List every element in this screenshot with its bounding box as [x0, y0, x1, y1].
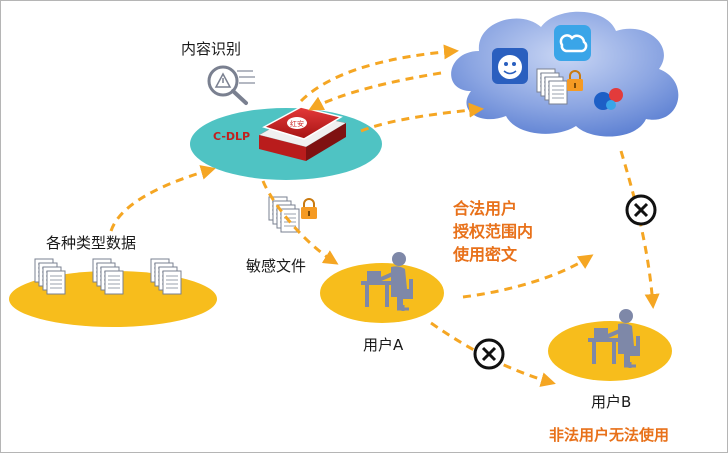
cloud-app-icon-bird	[594, 88, 623, 110]
legit-user-line1: 合法用户	[453, 199, 517, 218]
cloud-app-icon-face	[492, 48, 528, 84]
user-b-platform	[548, 321, 672, 381]
sensitive-files-label: 敏感文件	[246, 257, 306, 275]
legit-user-line2: 授权范围内	[453, 222, 533, 241]
magnifier-warning-icon	[207, 65, 255, 105]
content-recognition-label: 内容识别	[181, 40, 241, 58]
arrow-cdlp-to-cloud-lower	[360, 102, 484, 133]
user-a-platform	[320, 263, 444, 323]
document-stack-icon	[35, 259, 181, 294]
cloud	[451, 11, 679, 137]
cdlp-label: C-DLP	[213, 130, 250, 143]
arrow-cloud-to-cdlp	[308, 71, 442, 111]
forbidden-icon-user-path	[473, 338, 505, 370]
cloud-app-icon-link	[554, 25, 591, 61]
arrow-cdlp-to-cloud-upper	[299, 44, 459, 103]
cdlp-device-icon: 红安	[258, 106, 347, 161]
arrow-user-a-legit	[462, 254, 594, 299]
arrow-cdlp-to-user-a	[261, 180, 339, 265]
device-badge: 红安	[290, 119, 304, 128]
arrow-cloud-to-user-b	[619, 150, 660, 309]
illegal-user-label: 非法用户无法使用	[549, 426, 669, 444]
data-types-label: 各种类型数据	[46, 234, 136, 252]
sensitive-file-icon	[269, 197, 318, 232]
legit-user-line3: 使用密文	[452, 245, 518, 264]
arrow-data-to-cdlp	[109, 165, 216, 232]
user-a-label: 用户A	[363, 336, 404, 354]
user-b-label: 用户B	[591, 393, 631, 411]
forbidden-icon-cloud-path	[625, 194, 657, 226]
